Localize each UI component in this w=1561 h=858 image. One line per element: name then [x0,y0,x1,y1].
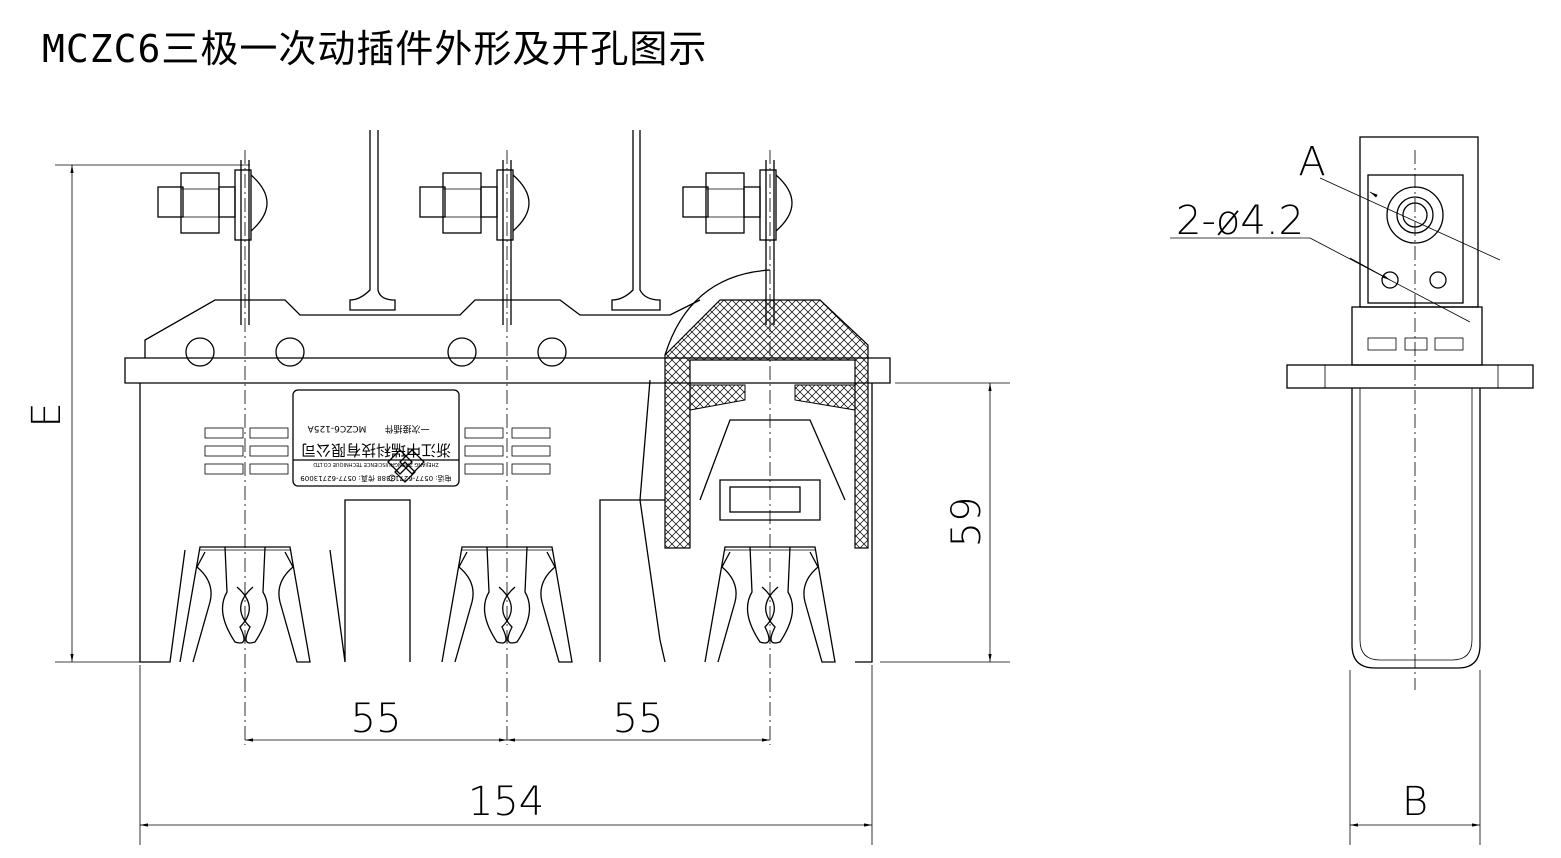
dim-154: 154 [468,779,544,825]
dim-pitch-left: 55 [351,696,402,742]
hole-spec: 2-ø4.2 [1176,198,1304,244]
label-a: A [1298,139,1325,185]
dim-59: 59 [944,497,990,548]
front-view [124,130,891,745]
nameplate-phone-fax: 电话: 0577-62713388 传真: 0577-62713009 [300,474,451,483]
nameplate-company-cn: 浙江中瑞科技有限公司 [301,441,451,459]
dim-b: B [1402,779,1428,825]
nameplate-product: 一次接插件 [384,423,429,435]
dim-e: E [24,402,70,427]
front-dimensions: E 59 55 55 154 [24,164,1010,845]
company-logo [293,449,459,483]
nameplate-model: MCZC6-125A [307,423,367,433]
side-view: A 2-ø4.2 B [1170,136,1534,845]
nameplate-company-en: ZHEJIANG ZHONGRUISCIENCE TECHNIQUE CO.LT… [313,461,439,467]
dim-pitch-right: 55 [613,696,664,742]
drawing-title: MCZC6三极一次动插件外形及开孔图示 [42,27,708,71]
nameplate: 电话: 0577-62713388 传真: 0577-62713009 ZHEJ… [292,389,460,487]
